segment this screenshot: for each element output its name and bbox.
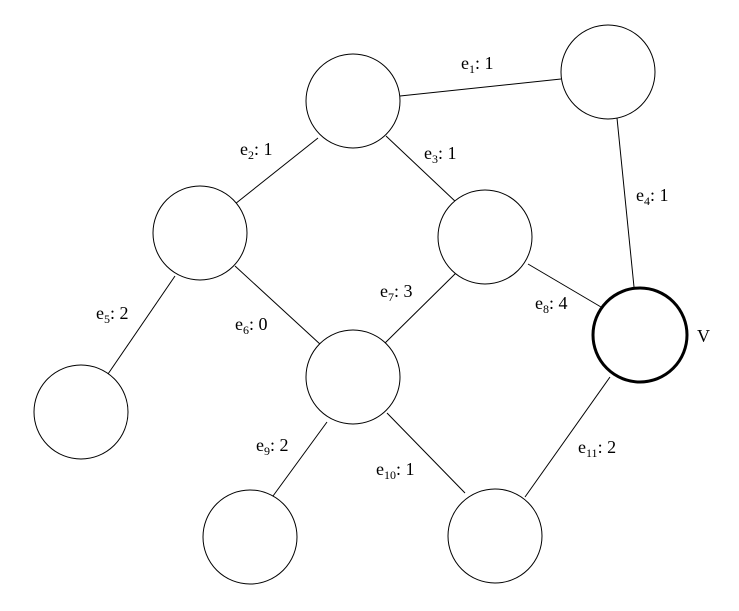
edge-e11 [524,376,611,498]
edge-e6 [234,265,322,346]
edge-label-e8: e8: 4 [535,293,568,316]
node-left [152,185,248,281]
node-mid-right [437,189,533,285]
edge-label-e9: e9: 2 [256,435,289,458]
node-v [591,286,689,384]
node-bottom-right [447,488,543,584]
edge-label-e1: e1: 1 [461,53,494,76]
node-top-right [560,24,656,120]
node-top [305,53,401,149]
edge-label-e3: e3: 1 [424,143,457,166]
edge-e4 [616,117,635,288]
edge-e3 [385,135,458,204]
edge-label-e6: e6: 0 [235,314,268,337]
edge-label-e11: e11: 2 [578,437,616,460]
edge-label-e5: e5: 2 [96,303,129,326]
edge-e8 [527,263,602,308]
edges [107,78,635,498]
edge-e2 [234,137,319,205]
node-far-left [33,364,129,460]
edge-label-e2: e2: 1 [240,139,273,162]
edge-e10 [386,412,466,494]
edge-label-e4: e4: 1 [636,185,669,208]
edge-e9 [272,421,328,497]
edge-e1 [399,78,562,97]
edge-label-e7: e7: 3 [380,281,413,304]
edge-e5 [107,275,176,375]
node-v-label: V [697,326,710,346]
edge-labels: e1: 1 e2: 1 e3: 1 e4: 1 e5: 2 e6: 0 e7: … [96,53,669,482]
node-bottom-left [202,489,298,585]
nodes [33,24,689,585]
edge-label-e10: e10: 1 [376,459,415,482]
node-center [305,329,401,425]
edge-e7 [382,270,459,346]
